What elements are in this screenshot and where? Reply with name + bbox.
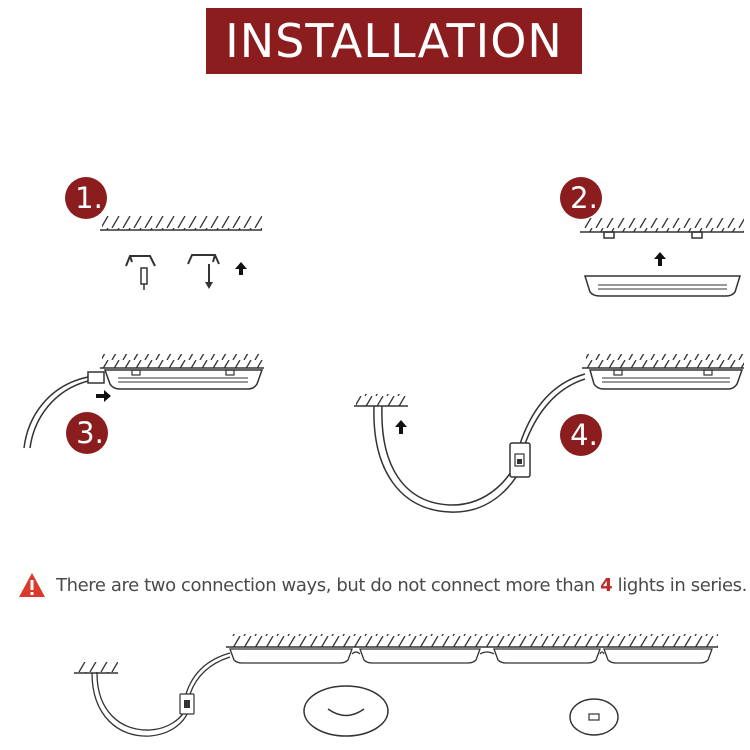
step-badge-2: 2. [560, 177, 602, 219]
connector-plug [87, 371, 105, 384]
mounting-clip [131, 369, 141, 376]
step-badge-4: 4. [560, 414, 602, 456]
mounting-clip [613, 369, 623, 376]
series-limit-number: 4 [600, 574, 613, 596]
right-arrow-icon [96, 390, 111, 402]
light-fixture [103, 369, 264, 390]
warning-text: There are two connection ways, but do no… [56, 574, 747, 596]
mounting-clip [691, 231, 703, 239]
power-cable [91, 672, 189, 737]
power-cable [519, 373, 586, 445]
mounting-clip [703, 369, 713, 376]
title-banner: INSTALLATION [206, 8, 582, 74]
light-fixture [583, 275, 742, 297]
screw-icon [140, 267, 148, 285]
power-cable [381, 405, 517, 506]
power-cable [185, 652, 231, 695]
step-3-illustration [23, 354, 264, 449]
mounting-clip [225, 369, 235, 376]
step-4-illustration [354, 354, 744, 513]
round-light-fixture [303, 685, 389, 737]
power-cable [373, 405, 525, 513]
link-cable [479, 651, 495, 655]
step-badge-1: 1. [65, 177, 107, 219]
ceiling-hatch [586, 354, 744, 368]
power-cable [23, 376, 89, 449]
mounting-clip [125, 255, 156, 267]
power-cable [96, 672, 185, 731]
ceiling-hatch [102, 354, 264, 368]
ceiling-hatch [230, 634, 718, 647]
light-fixture [493, 648, 601, 664]
ceiling-hatch [356, 394, 408, 406]
mounting-clip [603, 231, 615, 239]
power-cable [524, 378, 586, 445]
step-badge-3: 3. [66, 412, 108, 454]
warning-triangle-icon [19, 573, 45, 597]
up-arrow-icon [395, 420, 407, 434]
step-1-illustration [100, 216, 262, 290]
page-title: INSTALLATION [225, 14, 563, 68]
up-arrow-icon [235, 262, 247, 275]
power-cable [189, 656, 231, 695]
power-cable [29, 380, 89, 449]
ceiling-hatch [76, 662, 118, 673]
mounting-clip [187, 254, 220, 265]
series-connection-illustration [74, 634, 718, 737]
ceiling-hatch [102, 216, 262, 230]
up-arrow-icon [654, 252, 666, 266]
light-fixture [589, 369, 744, 390]
light-fixture [603, 648, 713, 664]
ceiling-hatch [584, 218, 744, 232]
light-fixture [229, 648, 353, 664]
warning-note: There are two connection ways, but do no… [18, 570, 748, 600]
light-fixture [359, 648, 481, 664]
link-cable [351, 651, 361, 655]
step-2-illustration [580, 218, 744, 297]
link-cable [599, 651, 605, 655]
switch-icon [588, 713, 600, 721]
switch-icon [184, 700, 190, 708]
